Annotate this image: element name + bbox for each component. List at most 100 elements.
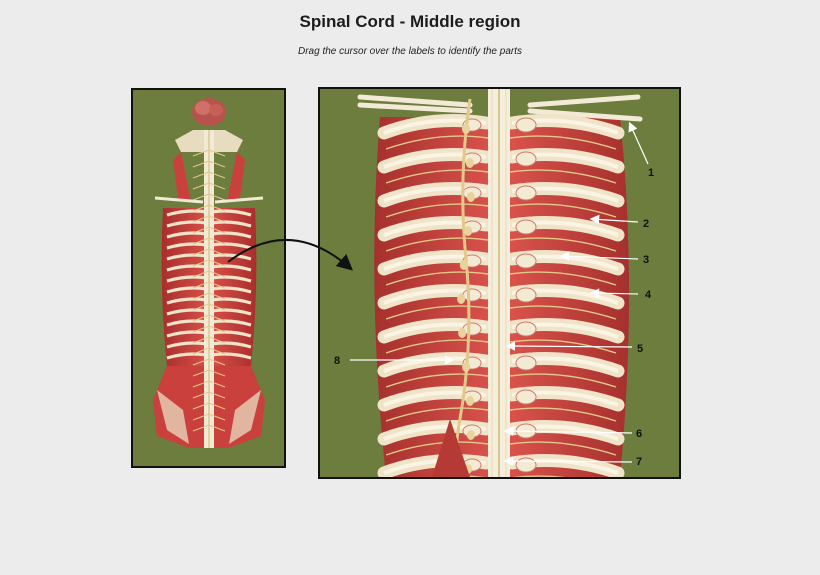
intercostal-nerve (509, 305, 617, 320)
nerve-branch (192, 292, 210, 300)
nerve-branch (208, 347, 226, 355)
nerve-branch (208, 391, 226, 399)
nerve-branch (208, 325, 226, 333)
nerve-branch (208, 413, 226, 421)
nerve-branch (208, 215, 226, 223)
rib-head (515, 423, 537, 439)
rib (166, 330, 208, 338)
rib (210, 286, 252, 294)
nerve-branch (192, 193, 210, 201)
rib (210, 220, 252, 228)
nerve-branch (192, 237, 210, 245)
nerve-branch (192, 369, 210, 377)
intercostal-nerve (509, 271, 617, 286)
rib (210, 297, 252, 305)
rib-head (515, 219, 537, 235)
ganglion (466, 430, 475, 440)
spine-model-overview-illustration (133, 90, 284, 466)
nerve-branch (192, 314, 210, 322)
ganglion (459, 260, 468, 270)
rib (166, 264, 208, 272)
intercostal-nerve (509, 407, 617, 422)
nerve-branch (208, 226, 226, 234)
ganglion (465, 396, 474, 406)
ganglion (464, 226, 473, 236)
nerve-branch (208, 424, 226, 432)
rib-head (515, 355, 537, 371)
callout-label-2[interactable]: 2 (643, 218, 650, 230)
rib (166, 231, 208, 239)
intercostal-nerve (509, 169, 617, 184)
rib (210, 209, 252, 217)
intercostal-nerve (385, 237, 489, 252)
ganglion (458, 328, 467, 338)
nerve-branch (192, 413, 210, 421)
ganglion (462, 362, 471, 372)
nerve-branch (192, 347, 210, 355)
nerve-branch (208, 303, 226, 311)
rib (166, 352, 208, 360)
intercostal-nerve (512, 475, 566, 477)
intercostal-nerve (385, 407, 489, 422)
intercostal-nerve (509, 237, 617, 252)
rib-head (515, 151, 537, 167)
callout-label-8[interactable]: 8 (334, 355, 341, 367)
intercostal-nerve (385, 135, 489, 150)
nerve-branch (192, 248, 210, 256)
nerve-branch (208, 292, 226, 300)
rib (166, 209, 208, 217)
rib-head (515, 253, 537, 269)
nerve-branch (208, 358, 226, 366)
rib-head (515, 321, 537, 337)
nerve-branch (208, 193, 226, 201)
rib (166, 341, 208, 349)
rib-head (515, 389, 537, 405)
nerve-branch (208, 204, 226, 212)
nerve-branch (192, 171, 210, 179)
nerve-branch (192, 358, 210, 366)
intercostal-nerve (385, 339, 489, 354)
rib-head (462, 288, 482, 302)
rib (166, 242, 208, 250)
rib (166, 297, 208, 305)
intercostal-nerve (385, 271, 489, 286)
rib-head (515, 185, 537, 201)
intercostal-nerve (509, 339, 617, 354)
nerve-branch (208, 160, 226, 168)
intercostal-nerve (385, 169, 489, 184)
nerve-branch (192, 215, 210, 223)
rib (210, 330, 252, 338)
nerve-branch (192, 402, 210, 410)
rib (166, 319, 208, 327)
nerve-branch (208, 281, 226, 289)
nerve-branch (192, 149, 210, 157)
nerve-branch (192, 303, 210, 311)
rib (210, 231, 252, 239)
nerve-branch (192, 424, 210, 432)
rib (210, 341, 252, 349)
callout-label-1[interactable]: 1 (648, 167, 655, 179)
intercostal-nerve (433, 475, 486, 477)
intercostal-nerve (385, 441, 489, 456)
callout-label-6[interactable]: 6 (636, 428, 643, 440)
nerve-branch (208, 314, 226, 322)
intercostal-nerve (385, 305, 489, 320)
intercostal-nerve (385, 373, 489, 388)
rib (210, 308, 252, 316)
callout-label-7[interactable]: 7 (636, 456, 643, 468)
callout-label-4[interactable]: 4 (645, 289, 652, 301)
spinal-cord-middle-region-illustration (320, 89, 679, 477)
nerve-branch (208, 380, 226, 388)
rib (210, 352, 252, 360)
intercostal-nerve (385, 203, 489, 218)
ganglion (465, 158, 474, 168)
ganglion (457, 294, 466, 304)
nerve-branch (192, 270, 210, 278)
nerve-branch (192, 391, 210, 399)
callout-label-5[interactable]: 5 (637, 343, 644, 355)
callout-label-3[interactable]: 3 (643, 254, 650, 266)
rib (210, 275, 252, 283)
nerve-branch (208, 259, 226, 267)
nerve-branch (192, 380, 210, 388)
nerve-branch (208, 237, 226, 245)
